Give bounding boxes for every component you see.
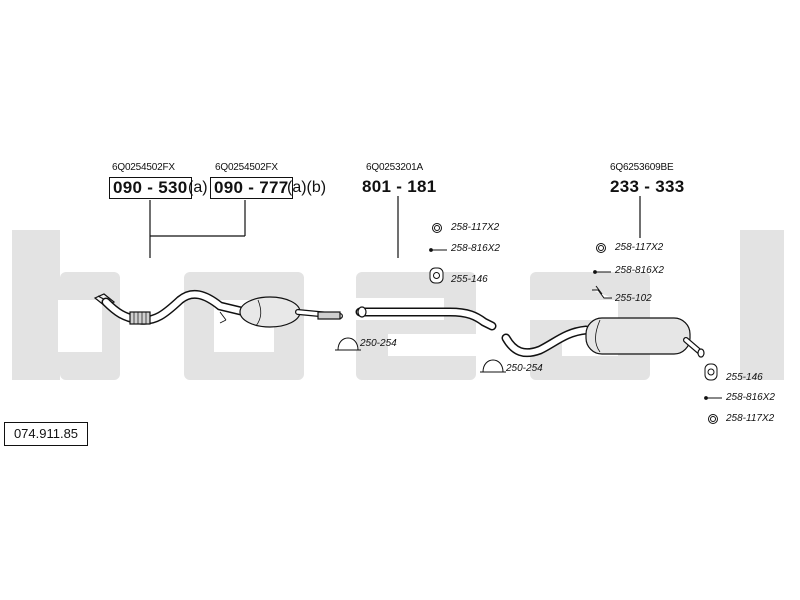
rear-silencer [501,317,705,358]
part-label[interactable]: 255-146 [451,274,488,285]
oem-number-middle: 6Q0253201A [366,162,423,173]
front-pipe-with-converter [93,289,343,328]
part-label[interactable]: 258-816X2 [726,392,775,403]
part-code-middle[interactable]: 801 - 181 [362,177,437,196]
part-code-front-1[interactable]: 090 - 530 [109,177,192,199]
bolt-icon [429,248,447,252]
oem-number-rear: 6Q6253609BE [610,162,674,173]
part-label[interactable]: 258-117X2 [451,222,500,233]
part-label[interactable]: 258-816X2 [615,265,664,276]
part-code-front-2[interactable]: 090 - 777 [210,177,293,199]
bolt-icon [593,270,611,274]
bracket-icon [592,285,612,299]
part-label[interactable]: 258-816X2 [451,243,500,254]
part-code-rear[interactable]: 233 - 333 [610,177,685,196]
rubber-mount-icon [704,363,718,381]
rubber-mount-icon [429,267,444,284]
oem-number-front-2: 6Q0254502FX [215,162,278,173]
part-suffix-front-2: (a)(b) [287,179,327,196]
clamp-icon [708,414,718,424]
part-label[interactable]: 258-117X2 [726,413,775,424]
reference-number: 074.911.85 [4,422,88,446]
leader-lines [149,196,641,258]
middle-pipe [355,306,497,331]
clamp-icon [432,223,442,233]
part-label[interactable]: 255-146 [726,372,763,383]
clamp-icon [596,243,606,253]
part-suffix-front-1: (a) [188,179,208,196]
clamp-band-icon [480,359,506,373]
part-label[interactable]: 250-254 [360,338,397,349]
oem-number-front-1: 6Q0254502FX [112,162,175,173]
part-label[interactable]: 255-102 [615,293,652,304]
part-label[interactable]: 250-254 [506,363,543,374]
clamp-band-icon [335,337,361,351]
bolt-icon [704,396,722,400]
part-label[interactable]: 258-117X2 [615,242,664,253]
